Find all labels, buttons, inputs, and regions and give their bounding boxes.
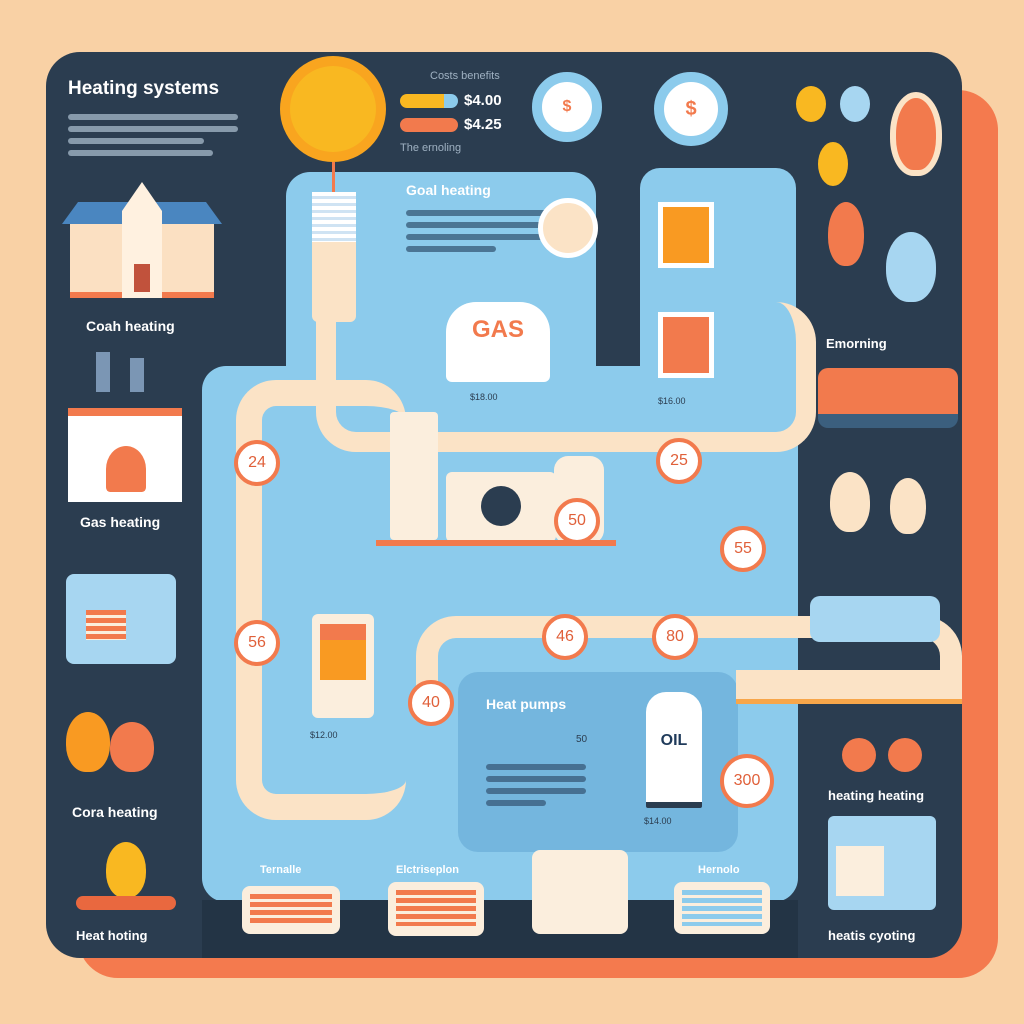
label-heat-hoting: Heat hoting — [76, 928, 148, 943]
house-icon — [62, 182, 222, 302]
flame-icon — [66, 702, 156, 792]
goal-heating-title: Goal heating — [406, 182, 491, 198]
oil-price: $14.00 — [644, 816, 672, 826]
cost-value-1: $4.00 — [464, 92, 502, 109]
heat-pumps-value: 50 — [576, 734, 588, 745]
badge-40: 40 — [408, 680, 454, 726]
pipe-right — [736, 670, 962, 704]
costs-label: Costs benefits — [430, 70, 500, 82]
price-1: $16.00 — [658, 396, 686, 406]
costs-caption: The ernoling — [400, 142, 462, 154]
radiator-card-3 — [674, 882, 770, 934]
drop-icon-large — [890, 92, 942, 176]
badge-24: 24 — [234, 440, 280, 486]
cost-bar-2 — [400, 118, 458, 132]
badge-300: 300 — [720, 754, 774, 808]
heater-icon — [66, 574, 176, 664]
label-cora-heating: Cora heating — [72, 804, 158, 820]
price-3: $12.00 — [310, 730, 338, 740]
control-panel-card — [532, 850, 628, 934]
cost-bar-1 — [400, 94, 458, 108]
boiler-icon — [312, 192, 356, 322]
oil-tank: OIL — [646, 692, 702, 808]
badge-80: 80 — [652, 614, 698, 660]
sun-icon — [290, 66, 376, 152]
drop-icon — [840, 86, 870, 122]
dollar-gear-icon-2: $ — [654, 72, 728, 146]
oil-furnace-icon — [658, 202, 714, 268]
label-ternalle: Ternalle — [260, 864, 302, 876]
gas-unit: GAS — [446, 302, 550, 382]
gauge-icon — [538, 198, 598, 258]
supply-line — [376, 540, 616, 546]
oil-furnace-icon-2 — [658, 312, 714, 378]
label-heatis-cyoting: heatis cyoting — [828, 928, 916, 943]
campfire-icon — [76, 842, 176, 912]
page-title: Heating systems — [68, 78, 220, 99]
heat-pumps-description — [486, 758, 586, 812]
connector-line — [332, 162, 335, 192]
drop-icon — [830, 472, 870, 532]
badge-56: 56 — [234, 620, 280, 666]
drop-icon — [828, 202, 864, 266]
badge-25: 25 — [656, 438, 702, 484]
label-hernolo: Hernolo — [698, 864, 740, 876]
radiator-card-1 — [242, 886, 340, 934]
radiator-card-2 — [388, 882, 484, 936]
label-coah-heating: Coah heating — [86, 318, 175, 334]
drop-icon — [796, 86, 826, 122]
badge-55: 55 — [720, 526, 766, 572]
boiler-icon-2 — [312, 614, 374, 718]
cost-value-2: $4.25 — [464, 116, 502, 133]
label-gas-heating: Gas heating — [80, 514, 161, 530]
infographic-panel: Heating systems Coah heating Gas heating… — [46, 52, 962, 958]
furnace-machine-icon — [818, 368, 958, 428]
valve-icon — [888, 738, 922, 772]
heat-pump-unit — [446, 472, 556, 542]
label-heating-heating: heating heating — [828, 788, 925, 803]
heat-pumps-title: Heat pumps — [486, 696, 567, 712]
label-elctriseplon: Elctriseplon — [396, 864, 459, 876]
stove-icon — [828, 816, 936, 910]
price-2: $18.00 — [470, 392, 498, 402]
badge-50: 50 — [554, 498, 600, 544]
intro-text — [68, 108, 238, 162]
goal-description — [406, 204, 556, 258]
dollar-gear-icon: $ — [532, 72, 602, 142]
fireplace-icon — [66, 352, 186, 502]
water-heater-icon — [390, 412, 438, 540]
badge-46: 46 — [542, 614, 588, 660]
valve-icon — [842, 738, 876, 772]
drop-icon — [886, 232, 936, 302]
drop-icon — [818, 142, 848, 186]
label-emorning: Emorning — [826, 336, 887, 351]
drop-icon — [890, 478, 926, 534]
truck-icon — [810, 596, 940, 642]
